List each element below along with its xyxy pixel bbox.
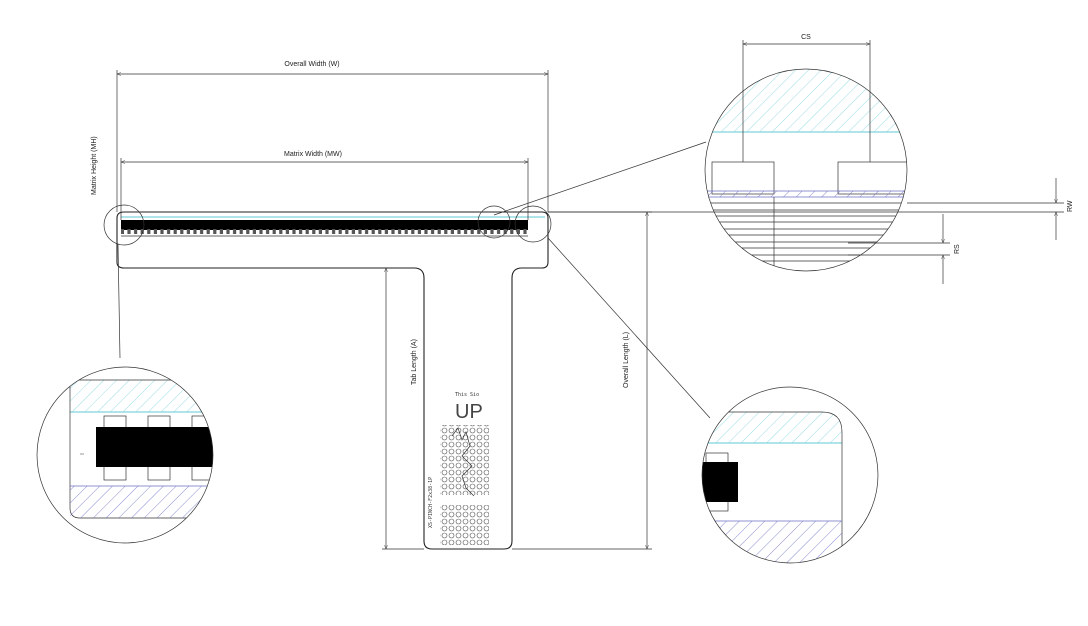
rw-label: RW [1067, 200, 1074, 212]
sensor-matrix [121, 220, 528, 230]
leader-top-right [493, 141, 707, 216]
sensor-outline [116, 211, 549, 550]
tab-marking-line1: This Sio [455, 392, 479, 398]
tab-part-code: XS-PINCH-F2x38-1P [428, 477, 434, 528]
matrix-pads [121, 229, 528, 234]
rs-label: RS [954, 244, 961, 254]
detail-bottom-left [36, 366, 214, 544]
leader-bottom-right [547, 237, 711, 419]
dot-array-lower [440, 505, 489, 545]
callout-circle-left [103, 204, 145, 246]
tab-length-label: Tab Length (A) [411, 339, 418, 385]
overall-length-label: Overall Length (L) [623, 332, 630, 388]
callout-circle-right-corner [514, 205, 552, 243]
callout-circle-right-top [477, 205, 511, 239]
leader-bottom-left [117, 243, 121, 359]
cs-label: CS [801, 34, 811, 41]
meander-trace [451, 427, 475, 497]
matrix-height-label: Matrix Height (MH) [91, 136, 98, 195]
overall-width-label: Overall Width (W) [284, 61, 339, 68]
tab-marking-line2: UP [455, 401, 483, 423]
detail-bottom-right [701, 386, 879, 564]
matrix-width-label: Matrix Width (MW) [284, 151, 342, 158]
